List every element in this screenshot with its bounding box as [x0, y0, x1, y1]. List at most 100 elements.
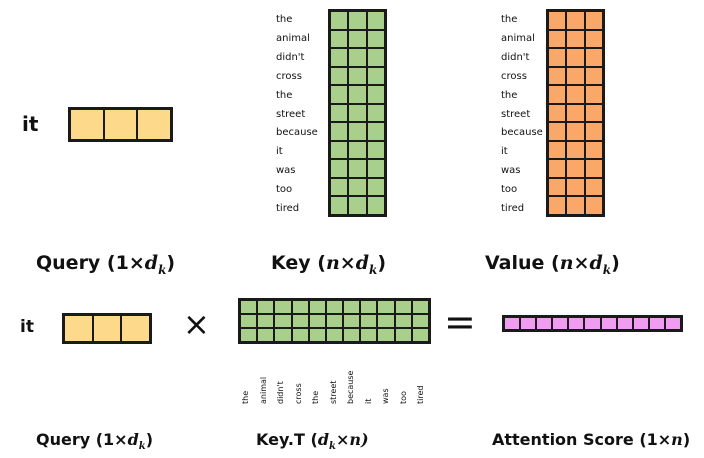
attention-score-cell	[632, 317, 649, 330]
key-transpose-word: it	[363, 398, 373, 404]
key-transpose-word: cross	[293, 383, 303, 404]
attention-score-caption: Attention Score (1×n)	[492, 430, 691, 449]
key-transpose-cell	[257, 314, 275, 328]
attention-score-cell	[520, 317, 537, 330]
key-transpose-cell	[291, 314, 309, 328]
value-cell	[584, 196, 603, 215]
value-cell	[566, 85, 585, 104]
key-transpose-word: the	[241, 390, 250, 404]
value-cell	[566, 11, 585, 30]
value-word: because	[501, 127, 543, 139]
value-word: street	[501, 108, 531, 120]
key-cell	[348, 122, 367, 141]
key-transpose-word: because	[346, 370, 355, 404]
value-matrix	[546, 9, 605, 217]
value-cell	[548, 66, 567, 86]
key-cell	[366, 159, 385, 178]
query-cell	[137, 109, 171, 140]
value-cell	[548, 122, 567, 141]
key-cell	[366, 48, 385, 67]
attention-score-cell	[536, 317, 553, 330]
key-cell	[366, 122, 385, 141]
query-token-label-2: it	[20, 317, 34, 337]
value-cell	[584, 103, 603, 123]
key-cell	[330, 177, 349, 197]
key-cell	[348, 177, 367, 197]
key-cell	[366, 140, 385, 160]
key-word: animal	[276, 32, 310, 44]
key-transpose-cell	[257, 300, 275, 314]
key-cell	[348, 85, 367, 104]
key-cell	[330, 196, 349, 215]
key-transpose-cell	[291, 328, 309, 342]
attention-score-cell	[648, 317, 665, 330]
value-cell	[548, 11, 567, 30]
key-cell	[348, 196, 367, 215]
key-transpose-word: tired	[416, 385, 425, 404]
key-transpose-cell	[240, 314, 258, 328]
key-transpose-cell	[240, 300, 258, 314]
attention-score-cell	[616, 317, 633, 330]
key-cell	[330, 11, 349, 30]
value-cell	[584, 66, 603, 86]
query-cell	[121, 315, 150, 342]
query-token-label: it	[22, 112, 39, 136]
key-cell	[330, 140, 349, 160]
value-cell	[548, 159, 567, 178]
query-vector	[68, 107, 173, 142]
value-cell	[548, 103, 567, 123]
key-cell	[366, 85, 385, 104]
key-cell	[348, 140, 367, 160]
value-cell	[548, 177, 567, 197]
key-transpose-cell	[343, 300, 361, 314]
value-cell	[548, 196, 567, 215]
key-transpose-cell	[411, 328, 429, 342]
attention-score-cell	[552, 317, 569, 330]
key-cell	[348, 11, 367, 30]
multiply-symbol: ×	[183, 305, 210, 343]
key-transpose-word: didn't	[276, 381, 285, 404]
value-cell	[548, 29, 567, 49]
value-cell	[584, 11, 603, 30]
key-transpose-word: too	[398, 391, 408, 404]
key-cell	[330, 159, 349, 178]
key-transpose-cell	[325, 300, 344, 314]
key-cell	[348, 103, 367, 123]
value-cell	[548, 140, 567, 160]
key-cell	[330, 29, 349, 49]
key-transpose-cell	[257, 328, 275, 342]
value-cell	[584, 140, 603, 160]
attention-score-vector	[502, 315, 683, 332]
value-cell	[584, 48, 603, 67]
attention-score-cell	[568, 317, 585, 330]
key-transpose-cell	[343, 328, 361, 342]
key-word: didn't	[276, 51, 305, 63]
key-cell	[366, 196, 385, 215]
key-cell	[366, 177, 385, 197]
key-transpose-word: street	[328, 380, 338, 404]
value-cell	[584, 122, 603, 141]
key-word: because	[276, 127, 318, 139]
key-cell	[330, 85, 349, 104]
value-word: it	[501, 146, 508, 158]
key-caption: Key (n×dk)	[271, 252, 387, 277]
key-transpose-cell	[377, 328, 395, 342]
value-cell	[548, 85, 567, 104]
key-cell	[330, 103, 349, 123]
key-cell	[366, 11, 385, 30]
value-word: the	[501, 14, 518, 25]
value-cell	[566, 159, 585, 178]
value-word: animal	[501, 32, 535, 44]
key-word: cross	[276, 70, 302, 82]
query-cell	[103, 109, 138, 140]
key-transpose-cell	[411, 300, 429, 314]
key-transpose-cell	[411, 314, 429, 328]
value-cell	[566, 177, 585, 197]
value-cell	[584, 177, 603, 197]
value-cell	[566, 122, 585, 141]
key-transpose-cell	[308, 314, 326, 328]
value-cell	[548, 48, 567, 67]
key-cell	[366, 29, 385, 49]
key-word: too	[276, 184, 293, 196]
